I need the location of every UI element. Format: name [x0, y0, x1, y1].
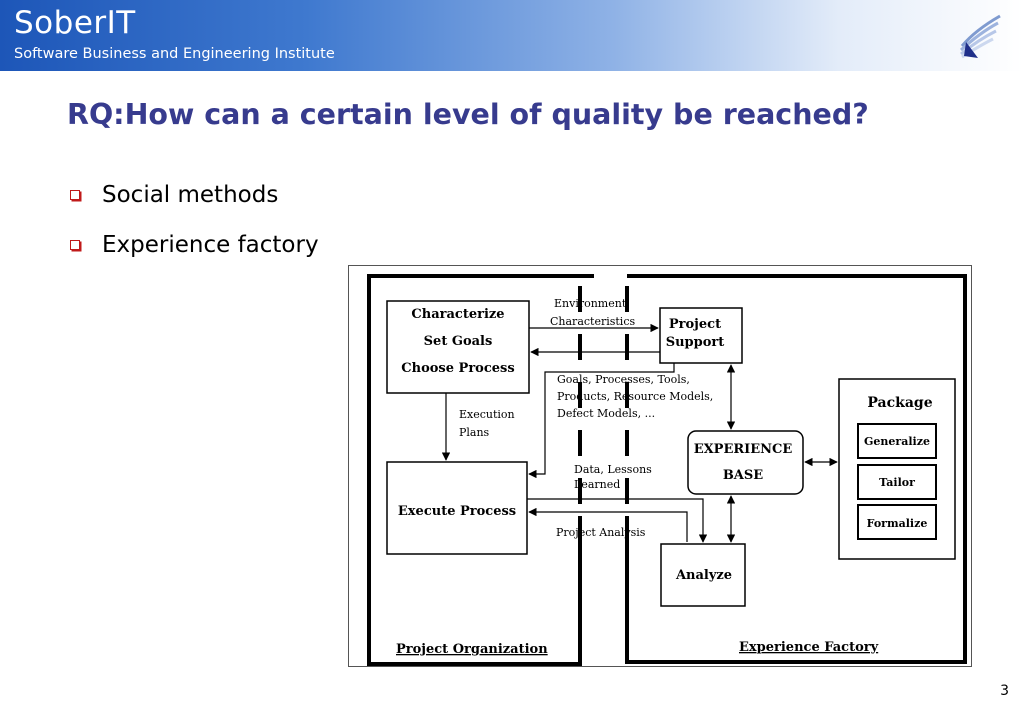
base-label: BASE [723, 468, 763, 483]
data-lessons-arrow [527, 498, 708, 543]
goals-label-line2: Products, Resource Models, [557, 390, 713, 403]
page-number: 3 [1000, 683, 1009, 699]
support-to-execute-arrow [528, 363, 675, 479]
generalize-label: Generalize [864, 435, 930, 448]
square-bullet-icon [70, 190, 80, 200]
generalize-box [857, 423, 937, 459]
brand-subtitle: Software Business and Engineering Instit… [14, 46, 335, 62]
execution-label: Execution [459, 408, 515, 421]
characterize-box [386, 300, 530, 394]
project-organization-border [367, 274, 594, 666]
analyze-label: Analyze [675, 568, 732, 583]
goals-label-line3: Defect Models, ... [557, 407, 655, 420]
diagram-canvas: Characterize Set Goals Choose Process Ex… [367, 274, 967, 666]
bullet-item: Social methods [70, 182, 278, 208]
project-organization-label: Project Organization [396, 642, 548, 657]
characterize-label: Characterize [411, 307, 504, 322]
analyze-box [660, 543, 746, 607]
tailor-box [857, 464, 937, 500]
experience-factory-label: Experience Factory [739, 640, 879, 655]
goals-label-line1: Goals, Processes, Tools, [557, 373, 690, 386]
package-label: Package [867, 395, 932, 411]
set-goals-label: Set Goals [424, 334, 493, 349]
experience-label: EXPERIENCE [694, 442, 793, 457]
plans-label: Plans [459, 426, 490, 439]
execute-process-label: Execute Process [398, 504, 516, 519]
characteristics-label: Characteristics [550, 315, 635, 328]
brand-name: SoberIT [14, 5, 136, 41]
square-bullet-icon [70, 240, 80, 250]
project-support-box [659, 307, 743, 364]
header-banner: SoberIT Software Business and Engineerin… [0, 0, 1023, 71]
formalize-label: Formalize [867, 517, 928, 530]
execute-process-box [386, 461, 528, 555]
data-lessons-label: Data, Lessons [574, 463, 652, 476]
bullet-text: Social methods [102, 182, 279, 208]
experience-factory-diagram: Characterize Set Goals Choose Process Ex… [348, 265, 972, 667]
choose-process-label: Choose Process [401, 361, 514, 376]
bullet-text: Experience factory [102, 232, 319, 258]
environment-label: Environment [554, 297, 627, 310]
bullet-item: Experience factory [70, 232, 319, 258]
project-label: Project [669, 317, 721, 332]
experience-factory-border [625, 274, 967, 664]
formalize-box [857, 504, 937, 540]
support-label: Support [666, 335, 725, 350]
experience-base-box [687, 430, 804, 495]
swoosh-logo-icon [959, 14, 1001, 59]
tailor-label: Tailor [879, 476, 915, 489]
learned-label: Learned [574, 478, 620, 491]
slide-title: RQ:How can a certain level of quality be… [67, 98, 869, 131]
project-analysis-arrow [528, 507, 688, 542]
project-analysis-label: Project Analysis [556, 526, 646, 539]
